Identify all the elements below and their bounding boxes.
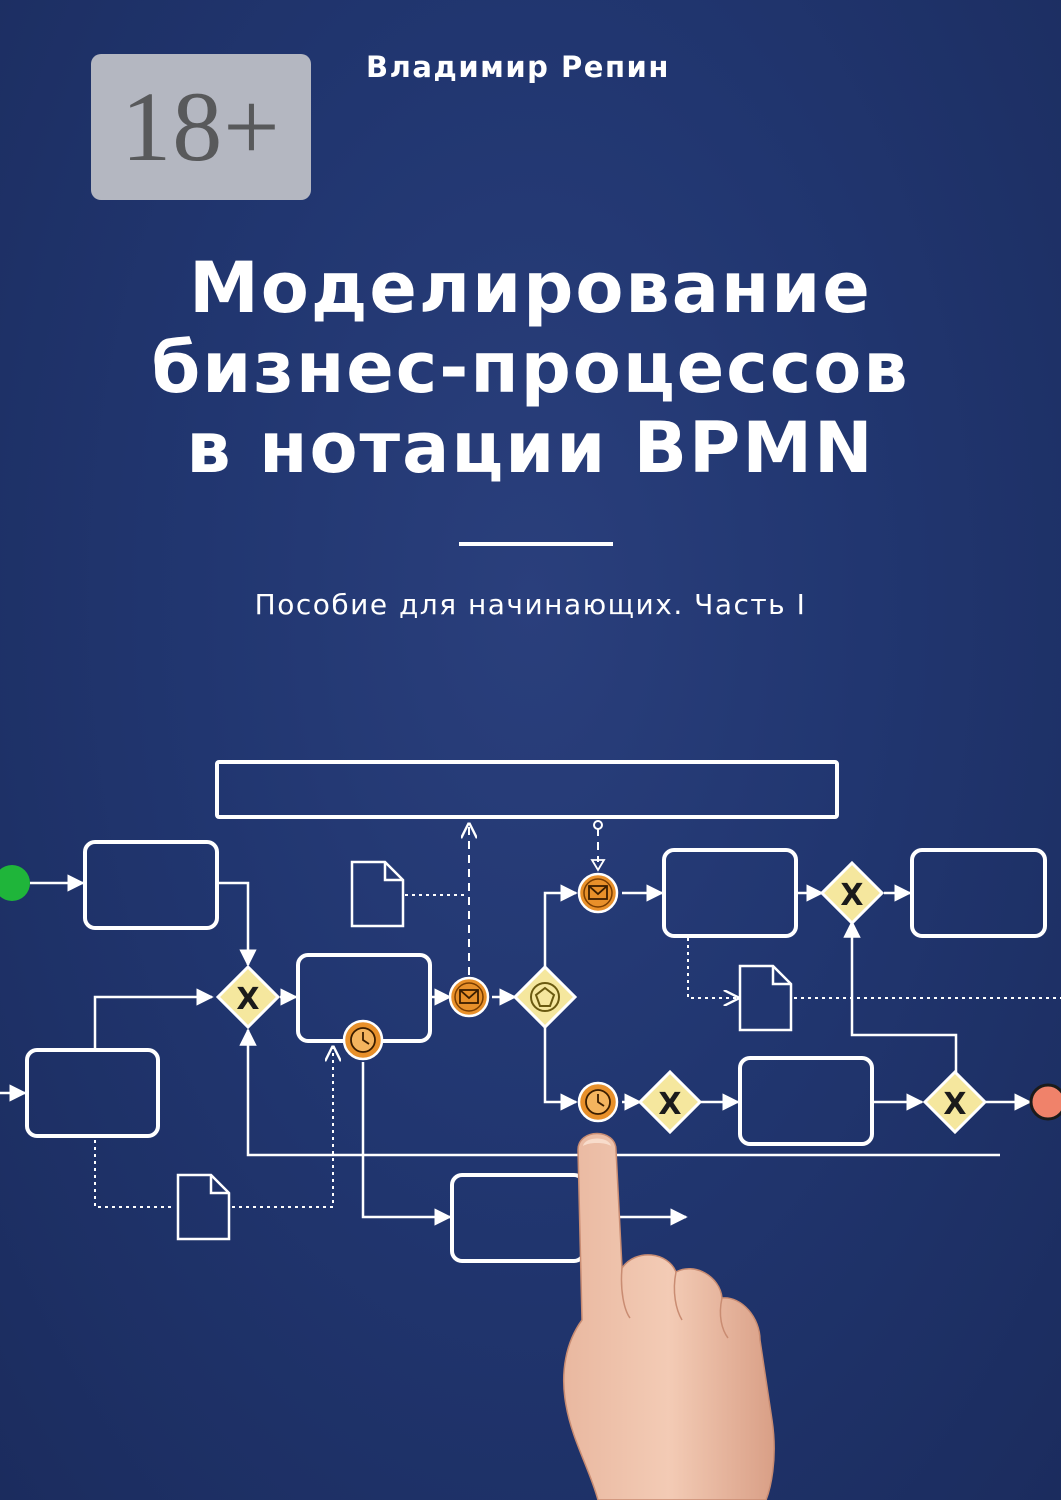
x-gateway-icon: X [922, 1069, 988, 1135]
event-based-gateway-icon [512, 964, 578, 1030]
task-box-1 [83, 840, 219, 930]
age-rating-badge: 18+ [91, 54, 311, 200]
task-box-2 [25, 1048, 160, 1138]
pointing-finger-icon [563, 1132, 775, 1500]
bpmn-diagram-illustration: X X X X [0, 760, 1061, 1500]
task-box-7 [450, 1173, 586, 1263]
age-rating-text: 18+ [121, 71, 281, 182]
book-subtitle: Пособие для начинающих. Часть I [254, 588, 807, 621]
x-gateway-icon: X [215, 964, 281, 1030]
document-icon [350, 860, 405, 928]
book-title: Моделирование бизнес-процессов в нотации… [0, 248, 1061, 488]
document-icon [176, 1173, 231, 1241]
start-event [0, 865, 30, 901]
task-box-6 [738, 1056, 874, 1146]
author-name: Владимир Репин [366, 50, 670, 84]
title-line-3: в нотации BPMN [186, 407, 875, 489]
x-gateway-icon: X [637, 1069, 703, 1135]
task-box-4 [662, 848, 798, 938]
pool-lane-bar [215, 760, 839, 819]
svg-text:X: X [236, 982, 259, 1017]
clock-icon [577, 1081, 619, 1123]
title-divider [459, 542, 613, 546]
title-line-1: Моделирование [189, 247, 872, 329]
svg-text:X: X [840, 878, 863, 913]
clock-icon [342, 1019, 384, 1061]
svg-text:X: X [658, 1087, 681, 1122]
svg-text:X: X [943, 1087, 966, 1122]
x-gateway-icon: X [819, 860, 885, 926]
envelope-icon [577, 872, 619, 914]
envelope-icon [448, 976, 490, 1018]
end-event [1029, 1083, 1061, 1121]
task-box-5 [910, 848, 1047, 938]
document-icon [738, 964, 793, 1032]
title-line-2: бизнес-процессов [151, 327, 910, 409]
